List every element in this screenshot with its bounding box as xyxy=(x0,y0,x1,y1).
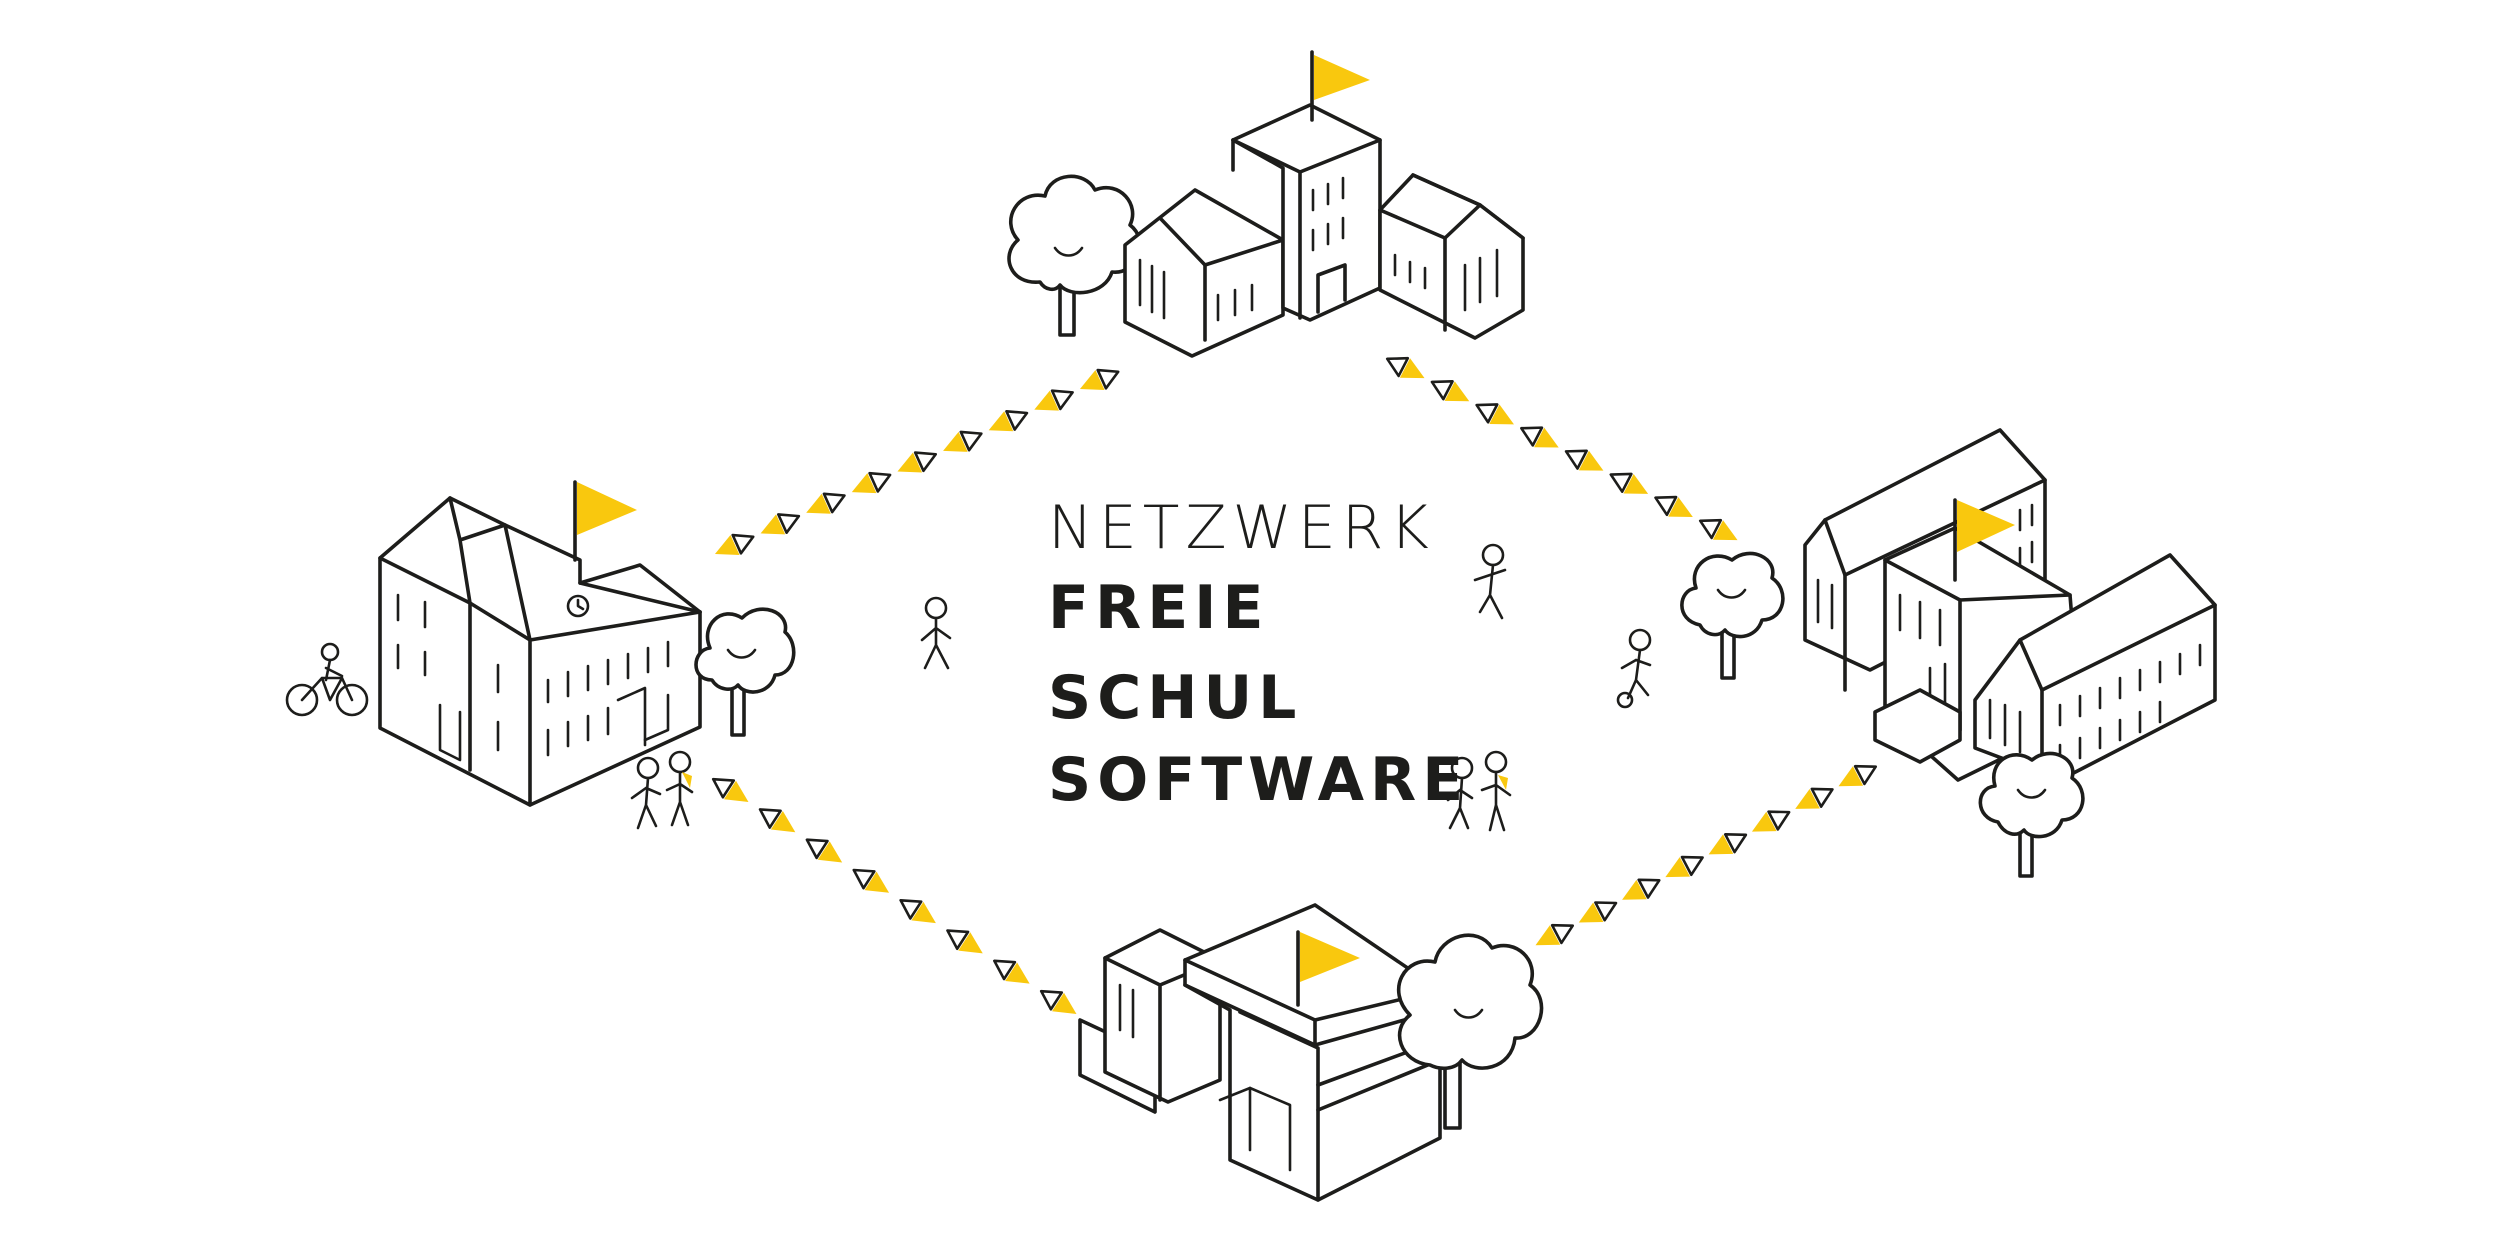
bicycle-icon xyxy=(285,642,369,717)
flag-icon xyxy=(573,480,637,562)
arrow-marker-icon xyxy=(1564,449,1604,471)
arrow-marker-icon xyxy=(943,430,983,452)
arrow-marker-icon xyxy=(1838,764,1878,787)
school-building-top-icon xyxy=(1007,50,1525,358)
arrow-marker-icon xyxy=(946,929,983,954)
arrow-marker-icon xyxy=(1079,368,1120,391)
arrow-marker-icon xyxy=(1475,403,1514,425)
arrow-marker-icon xyxy=(988,410,1029,432)
arrow-marker-icon xyxy=(1430,380,1470,402)
arrow-marker-icon xyxy=(899,898,936,924)
school-building-left-icon xyxy=(378,480,796,807)
flag-icon xyxy=(1310,50,1370,122)
arrow-marker-icon xyxy=(1795,787,1834,809)
arrow-marker-icon xyxy=(711,777,749,802)
connection-arrows xyxy=(711,356,1878,1014)
person-icon xyxy=(1473,543,1507,620)
arrow-marker-icon xyxy=(758,808,796,833)
arrow-marker-icon xyxy=(805,838,843,863)
arrow-marker-icon xyxy=(851,471,892,494)
tree-icon xyxy=(1978,751,2085,878)
tree-icon xyxy=(1007,174,1142,337)
arrow-marker-icon xyxy=(1622,878,1661,900)
person-icon xyxy=(630,750,694,830)
arrow-marker-icon xyxy=(1039,989,1077,1014)
tree-icon xyxy=(1397,933,1544,1130)
arrow-marker-icon xyxy=(1535,923,1575,946)
arrow-marker-icon xyxy=(1751,810,1791,832)
arrow-marker-icon xyxy=(806,492,846,514)
arrow-marker-icon xyxy=(1578,901,1618,923)
arrow-marker-icon xyxy=(760,513,801,535)
arrow-marker-icon xyxy=(1708,833,1748,855)
tree-icon xyxy=(694,607,796,737)
network-logo-text: NETZWERK FREIE SCHUL SOFTWARE xyxy=(1048,493,1469,815)
arrow-marker-icon xyxy=(1698,518,1738,541)
person-icon xyxy=(920,596,952,670)
arrow-marker-icon xyxy=(1520,426,1559,448)
arrow-marker-icon xyxy=(714,533,755,556)
school-building-right-icon xyxy=(1680,428,2217,878)
arrow-marker-icon xyxy=(1385,356,1425,379)
arrow-marker-icon xyxy=(1654,495,1693,517)
person-icon xyxy=(1446,750,1512,832)
arrow-marker-icon xyxy=(1609,472,1649,494)
arrow-marker-icon xyxy=(1665,855,1704,878)
flag-icon xyxy=(1296,930,1360,1007)
tree-icon xyxy=(1680,551,1785,680)
school-building-bottom-icon xyxy=(1078,903,1544,1202)
arrow-marker-icon xyxy=(897,451,938,473)
logo-line-freie: FREIE xyxy=(1048,573,1269,643)
person-icon xyxy=(1616,628,1652,709)
arrow-marker-icon xyxy=(852,868,890,893)
arrow-marker-icon xyxy=(1034,389,1074,411)
arrow-marker-icon xyxy=(993,959,1030,984)
logo-line-schul: SCHUL xyxy=(1048,663,1302,733)
logo-line-software: SOFTWARE xyxy=(1048,745,1469,815)
flag-icon xyxy=(1953,498,2015,582)
logo-line-netzwerk: NETZWERK xyxy=(1048,493,1435,563)
